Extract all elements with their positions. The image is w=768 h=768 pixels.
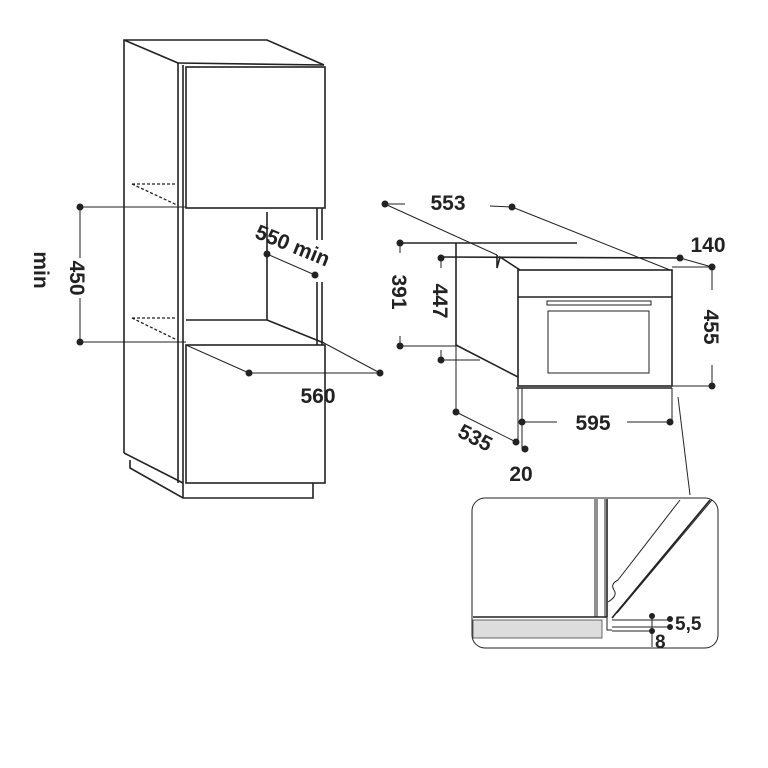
front-width-label: 595	[575, 412, 610, 435]
cabinet-drawing	[76, 39, 384, 499]
niche-depth-label: 550 min	[252, 221, 333, 272]
body-depth-label: 535	[454, 420, 496, 457]
oven-depth-label: 553	[430, 192, 465, 215]
gap-b-label: 8	[655, 632, 666, 653]
niche-width-label: 560	[300, 385, 335, 408]
niche-height-label: 450	[65, 260, 88, 295]
top-step-label: 140	[690, 234, 725, 257]
rear-height-label: 391	[387, 274, 410, 309]
detail-inset	[471, 497, 719, 649]
front-thickness-label: 20	[509, 463, 532, 486]
oven-drawing	[381, 200, 716, 496]
front-height-label: 455	[699, 309, 722, 344]
front-side-height-label: 447	[428, 283, 451, 318]
gap-a-label: 5,5	[675, 614, 702, 635]
niche-height-min-label: min	[29, 251, 52, 288]
